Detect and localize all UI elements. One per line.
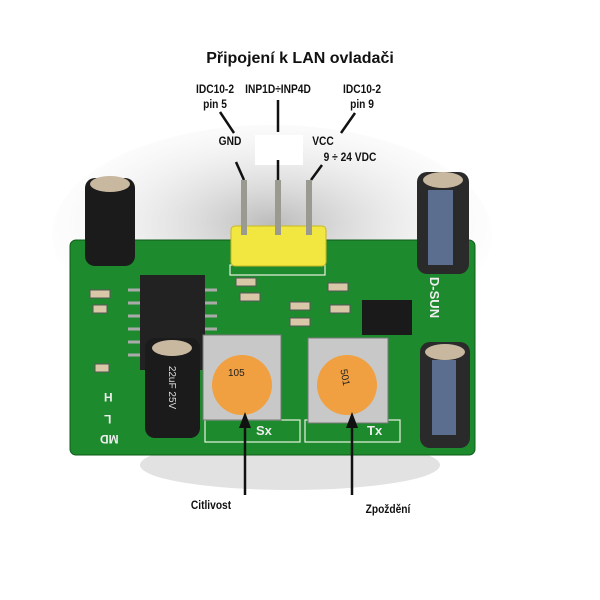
left-connector-label: IDC10-2 pin 5 xyxy=(194,82,237,112)
capacitors xyxy=(85,172,470,448)
adjuster-arrows xyxy=(239,412,358,495)
pin-header xyxy=(230,180,327,267)
brand-label: D-SUN xyxy=(427,276,443,319)
diagram-title: Připojení k LAN ovladači xyxy=(206,50,394,67)
tx-label: Tx xyxy=(367,423,383,438)
vcc-label: VCC xyxy=(312,134,334,148)
sensitivity-label: Citlivost xyxy=(190,498,232,512)
gnd-label: GND xyxy=(218,134,242,148)
sensitivity-potentiometer[interactable] xyxy=(202,334,282,421)
delay-potentiometer[interactable] xyxy=(307,337,389,424)
transistor xyxy=(362,300,412,335)
right-connector-pin: pin 9 xyxy=(350,97,374,111)
md-label: MD xyxy=(100,432,119,446)
pot1-marking: 105 xyxy=(228,368,245,379)
delay-label: Zpoždění xyxy=(365,502,411,516)
l-label: L xyxy=(104,412,112,426)
right-connector-name: IDC10-2 xyxy=(343,82,381,96)
leader-lines xyxy=(218,100,357,182)
cap-marking: 22uF 25V xyxy=(166,365,178,410)
h-label: H xyxy=(104,390,113,404)
left-connector-name: IDC10-2 xyxy=(196,82,234,96)
middle-connector-label: INP1D÷INP4D xyxy=(245,82,311,96)
sx-label: Sx xyxy=(256,423,272,438)
right-connector-label: IDC10-2 pin 9 xyxy=(341,82,384,112)
left-connector-pin: pin 5 xyxy=(203,97,227,111)
smd-components xyxy=(89,277,351,373)
vcc-range-label: 9 ÷ 24 VDC xyxy=(323,150,377,164)
